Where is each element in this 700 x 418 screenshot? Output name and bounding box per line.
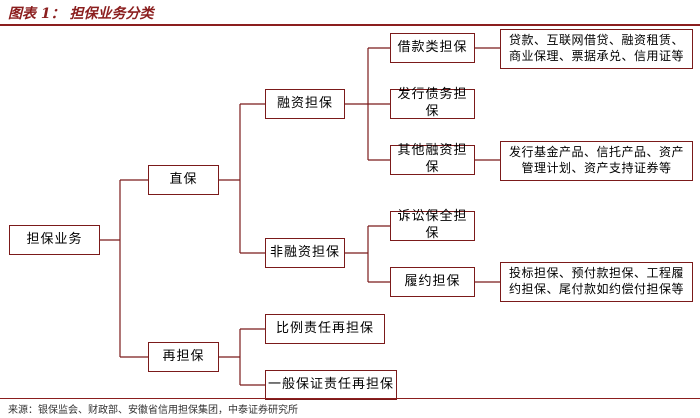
desc-loan-guarantee: 贷款、互联网借贷、融资租赁、 商业保理、票据承兑、信用证等 [500,29,693,69]
node-financing-guarantee: 融资担保 [265,89,345,119]
figure-title: 图表 1： 担保业务分类 [8,6,154,22]
desc-perf-line2: 约担保、尾付款如约偿付担保等 [508,282,684,296]
desc-performance: 投标担保、预付款担保、工程履 约担保、尾付款如约偿付担保等 [500,262,693,302]
node-nonfinancing-guarantee: 非融资担保 [265,238,345,268]
desc-loan-line2: 商业保理、票据承兑、信用证等 [508,49,684,63]
node-performance-guarantee: 履约担保 [390,267,475,297]
desc-other-line1: 发行基金产品、信托产品、资产 [508,145,684,160]
desc-loan-line1: 贷款、互联网借贷、融资租赁、 [508,33,684,48]
node-general-reinsurance: 一般保证责任再担保 [265,370,397,400]
node-loan-guarantee: 借款类担保 [390,33,475,63]
source-rule [0,398,700,399]
desc-other-financing: 发行基金产品、信托产品、资产 管理计划、资产支持证券等 [500,141,693,181]
node-litigation-guarantee: 诉讼保全担保 [390,209,475,241]
node-proportional-reinsurance: 比例责任再担保 [265,314,385,344]
node-root: 担保业务 [9,225,100,255]
desc-other-line2: 管理计划、资产支持证券等 [521,161,672,175]
node-reinsurance: 再担保 [148,342,219,372]
node-other-financing-guarantee: 其他融资担保 [390,143,475,175]
node-direct: 直保 [148,165,219,195]
desc-perf-line1: 投标担保、预付款担保、工程履 [508,266,684,281]
title-rule [0,24,700,26]
source-note: 来源：银保监会、财政部、安徽省信用担保集团，中泰证券研究所 [8,405,298,416]
node-bond-guarantee: 发行债务担保 [390,87,475,119]
